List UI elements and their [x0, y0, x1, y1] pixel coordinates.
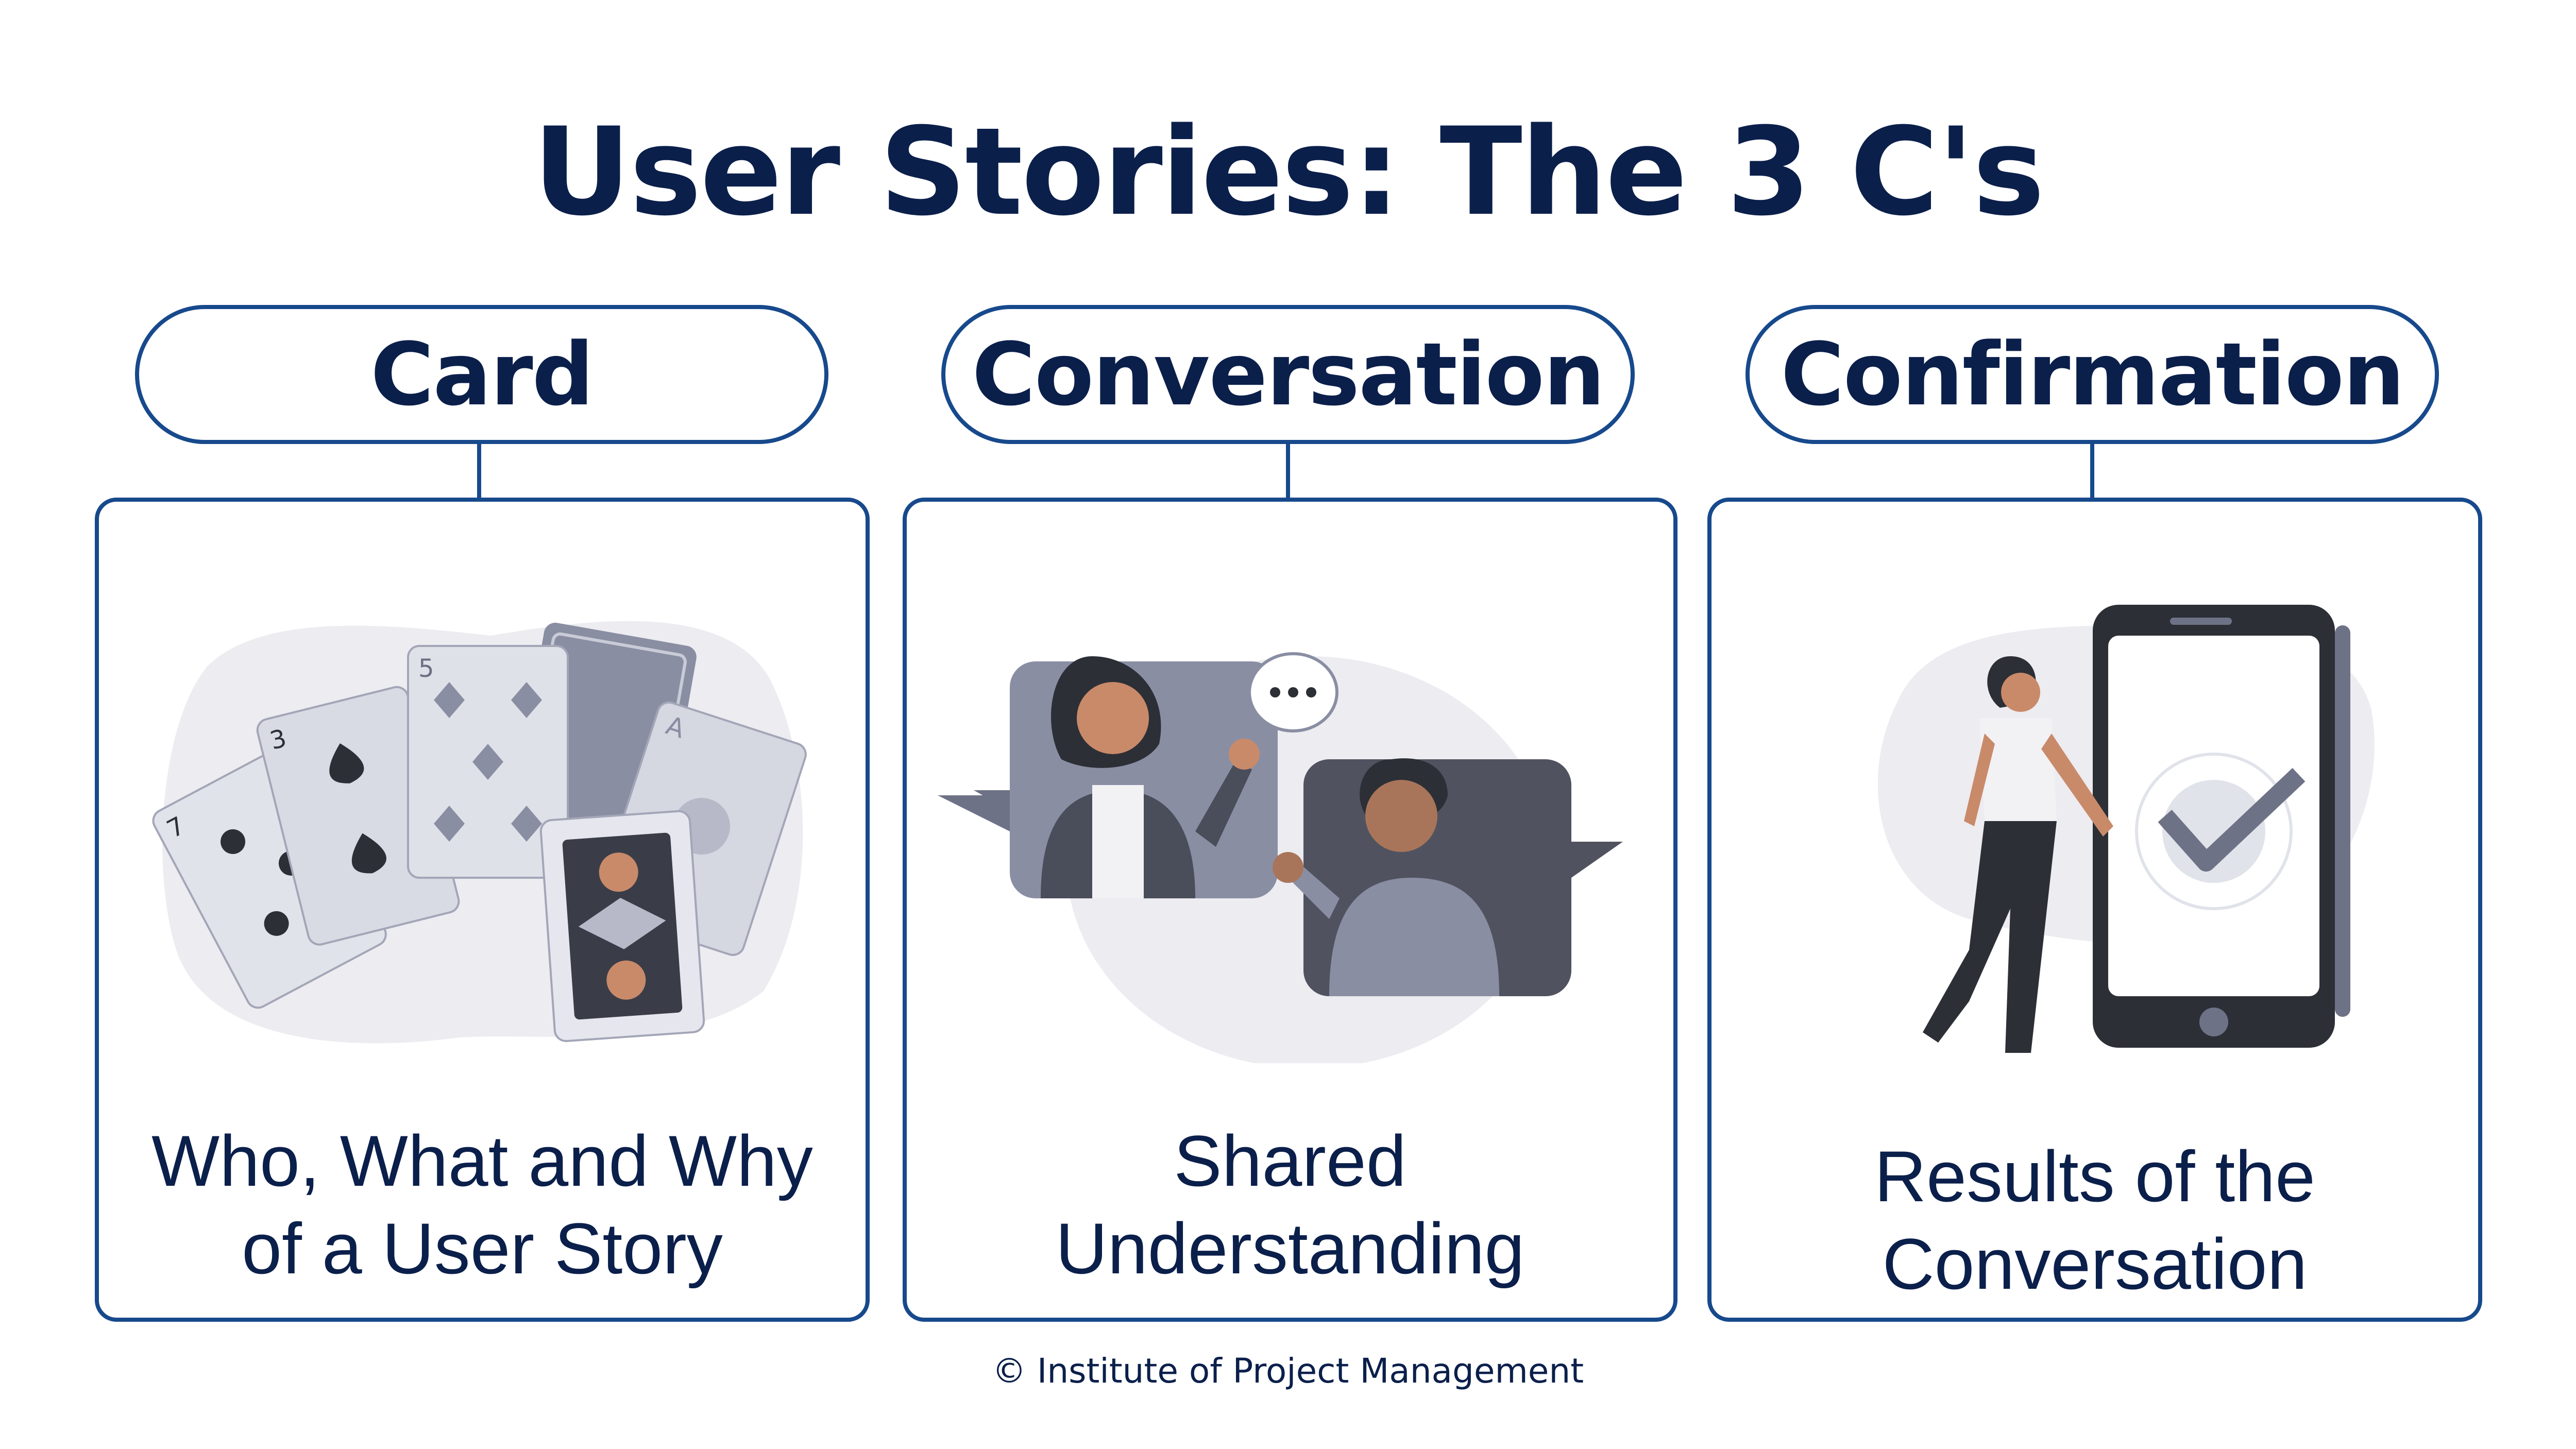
connector-conversation [1286, 444, 1290, 498]
caption-confirmation-line-2: Conversation [1882, 1223, 2308, 1304]
card-box: A 7 3 5 [95, 498, 870, 1322]
caption-card-line-1: Who, What and Why [151, 1120, 813, 1201]
heading-confirmation: Confirmation [1745, 305, 2439, 444]
confirmation-box: Results of the Conversation [1707, 498, 2482, 1322]
phone-checkmark-illustration [1877, 605, 2375, 1053]
caption-confirmation-line-1: Results of the [1874, 1136, 2315, 1217]
connector-confirmation [2090, 444, 2094, 498]
connector-card [477, 444, 481, 498]
caption-conversation-line-2: Understanding [1055, 1208, 1525, 1289]
page-title: User Stories: The 3 C's [533, 102, 2045, 243]
svg-text:5: 5 [418, 654, 434, 683]
copyright-text: © Institute of Project Management [992, 1351, 1584, 1391]
caption-card: Who, What and Why of a User Story [99, 1117, 866, 1292]
caption-card-line-2: of a User Story [242, 1208, 723, 1289]
caption-confirmation: Results of the Conversation [1711, 1133, 2478, 1308]
caption-conversation-line-1: Shared [1174, 1120, 1406, 1201]
caption-conversation: Shared Understanding [907, 1117, 1673, 1292]
heading-card: Card [135, 305, 828, 444]
heading-conversation: Conversation [941, 305, 1635, 444]
conversation-box: Shared Understanding [903, 498, 1677, 1322]
conversation-illustration [938, 652, 1623, 1063]
playing-cards-illustration: A 7 3 5 [152, 621, 807, 1044]
